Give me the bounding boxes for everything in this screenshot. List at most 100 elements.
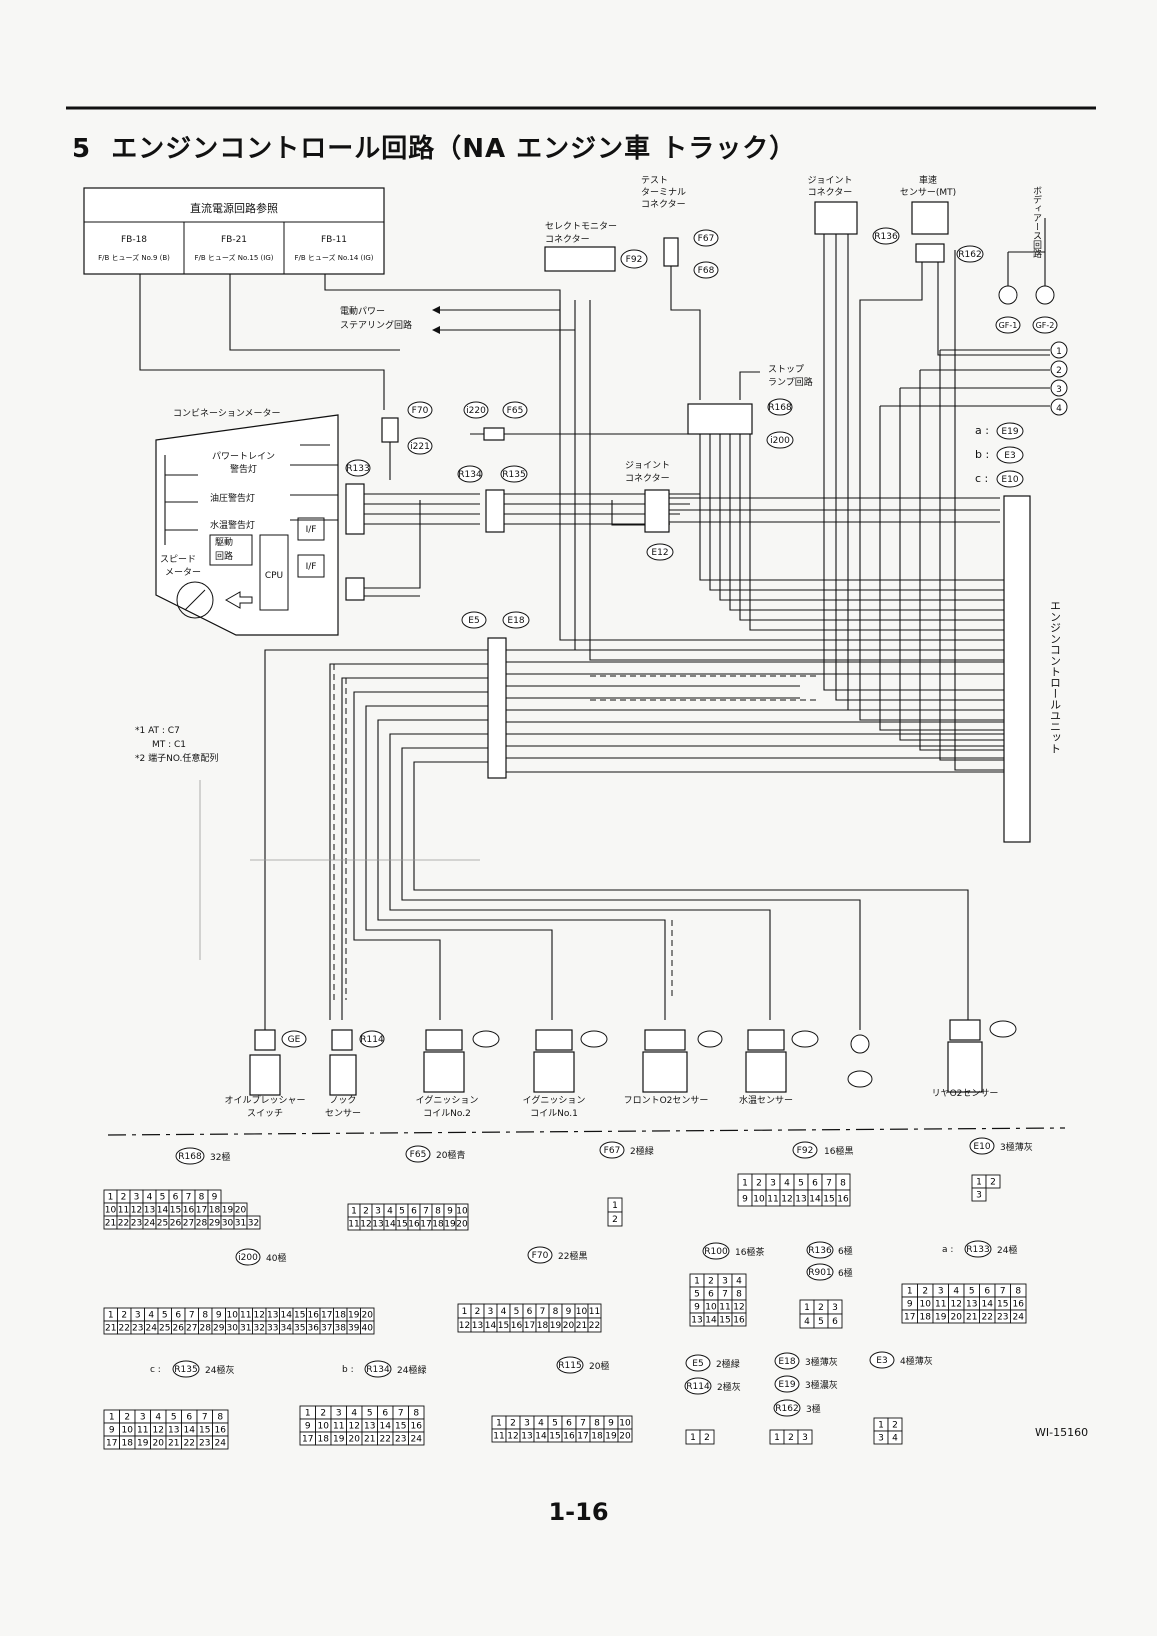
svg-text:6: 6 <box>832 1317 838 1327</box>
svg-text:9: 9 <box>447 1206 453 1216</box>
svg-text:コンビネーションメーター: コンビネーションメーター <box>173 408 281 419</box>
svg-text:4: 4 <box>147 1192 153 1202</box>
svg-text:コネクター: コネクター <box>625 473 670 484</box>
svg-text:6: 6 <box>984 1286 990 1296</box>
svg-text:12: 12 <box>254 1310 265 1320</box>
legend-f67: F67 2極緑 <box>599 1141 654 1159</box>
svg-text:2: 2 <box>363 1206 369 1216</box>
svg-text:22: 22 <box>982 1312 993 1322</box>
svg-text:GF-1: GF-1 <box>999 321 1018 330</box>
svg-text:13: 13 <box>521 1431 532 1441</box>
svg-text:11: 11 <box>333 1421 344 1431</box>
svg-text:21: 21 <box>576 1321 587 1331</box>
svg-text:20極青: 20極青 <box>436 1149 465 1161</box>
r168-label: i200 <box>766 431 794 449</box>
svg-text:12: 12 <box>349 1421 360 1431</box>
svg-text:16: 16 <box>1013 1299 1025 1309</box>
svg-text:2: 2 <box>990 1177 996 1187</box>
svg-text:21: 21 <box>966 1312 977 1322</box>
svg-text:18: 18 <box>335 1310 347 1320</box>
svg-text:18: 18 <box>591 1431 603 1441</box>
svg-text:10: 10 <box>753 1195 765 1205</box>
svg-text:2: 2 <box>922 1286 928 1296</box>
svg-text:F67: F67 <box>698 234 715 244</box>
svg-text:E12: E12 <box>651 548 668 558</box>
svg-text:F67: F67 <box>604 1146 621 1156</box>
svg-text:1: 1 <box>694 1276 700 1286</box>
svg-text:8: 8 <box>1015 1286 1021 1296</box>
select-monitor-connector <box>544 246 616 272</box>
svg-text:2極緑: 2極緑 <box>716 1358 740 1370</box>
svg-text:27: 27 <box>183 1218 194 1228</box>
svg-text:ステアリング回路: ステアリング回路 <box>340 319 412 331</box>
svg-text:メーター: メーター <box>165 567 201 578</box>
svg-text:警告灯: 警告灯 <box>230 463 257 475</box>
f92-label: F92 <box>620 249 648 269</box>
svg-text:21: 21 <box>168 1438 179 1448</box>
svg-text:12: 12 <box>153 1425 164 1435</box>
svg-text:8: 8 <box>199 1192 205 1202</box>
svg-text:37: 37 <box>321 1323 332 1333</box>
svg-text:ランプ回路: ランプ回路 <box>768 376 813 388</box>
svg-text:E18: E18 <box>507 616 524 626</box>
svg-text:b :: b : <box>975 448 989 461</box>
svg-text:24極: 24極 <box>997 1244 1017 1256</box>
svg-text:14: 14 <box>384 1219 396 1229</box>
svg-text:6: 6 <box>812 1179 818 1189</box>
engine-control-unit <box>1003 495 1031 843</box>
speed-sensor <box>911 201 949 235</box>
oil-pressure-switch: GE オイルプレッシャー スイッチ <box>224 1029 307 1119</box>
svg-text:20: 20 <box>619 1431 631 1441</box>
svg-text:R133: R133 <box>346 464 369 474</box>
svg-text:1: 1 <box>496 1418 502 1428</box>
svg-text:R135: R135 <box>174 1365 197 1375</box>
svg-text:14: 14 <box>281 1310 293 1320</box>
svg-text:22: 22 <box>589 1321 600 1331</box>
svg-text:8: 8 <box>202 1310 208 1320</box>
svg-text:R133: R133 <box>966 1245 989 1255</box>
svg-text:14: 14 <box>380 1421 392 1431</box>
svg-text:2極緑: 2極緑 <box>630 1145 654 1157</box>
gf2-label: GF-2 <box>1032 316 1058 334</box>
svg-text:a :: a : <box>942 1245 953 1255</box>
svg-text:20: 20 <box>349 1434 361 1444</box>
svg-text:22: 22 <box>380 1434 391 1444</box>
svg-text:13: 13 <box>144 1205 155 1215</box>
f67-label: F67 <box>693 229 719 247</box>
svg-text:16極茶: 16極茶 <box>735 1246 764 1258</box>
rear-o2-sensor: リヤO2センサー <box>932 1019 1017 1099</box>
svg-text:水温センサー: 水温センサー <box>739 1094 793 1106</box>
ground-1: 1 <box>1050 341 1068 359</box>
svg-text:8: 8 <box>217 1412 223 1422</box>
svg-text:10: 10 <box>456 1206 468 1216</box>
svg-text:テスト: テスト <box>641 175 668 186</box>
svg-text:11: 11 <box>935 1299 946 1309</box>
svg-text:28: 28 <box>200 1323 212 1333</box>
svg-text:ジョイント: ジョイント <box>625 461 670 471</box>
svg-text:22: 22 <box>118 1218 129 1228</box>
svg-text:2: 2 <box>510 1418 516 1428</box>
svg-text:9: 9 <box>907 1299 913 1309</box>
svg-text:2: 2 <box>124 1412 130 1422</box>
svg-text:17: 17 <box>302 1434 313 1444</box>
svg-text:2: 2 <box>892 1420 898 1430</box>
svg-text:5: 5 <box>552 1418 558 1428</box>
svg-text:R162: R162 <box>775 1404 798 1414</box>
svg-text:R135: R135 <box>502 470 525 480</box>
svg-text:21: 21 <box>105 1323 116 1333</box>
svg-text:22極黒: 22極黒 <box>558 1250 587 1262</box>
svg-text:17: 17 <box>321 1310 332 1320</box>
svg-text:6極: 6極 <box>838 1245 853 1257</box>
svg-text:E19: E19 <box>1001 427 1018 437</box>
svg-text:1: 1 <box>351 1206 357 1216</box>
svg-text:10: 10 <box>619 1418 631 1428</box>
ge-ground <box>847 1034 873 1088</box>
svg-text:14: 14 <box>157 1205 169 1215</box>
svg-text:5: 5 <box>160 1192 166 1202</box>
svg-text:7: 7 <box>186 1192 192 1202</box>
svg-text:13: 13 <box>795 1195 806 1205</box>
svg-text:17: 17 <box>524 1321 535 1331</box>
i220-label: i220 <box>463 401 489 419</box>
